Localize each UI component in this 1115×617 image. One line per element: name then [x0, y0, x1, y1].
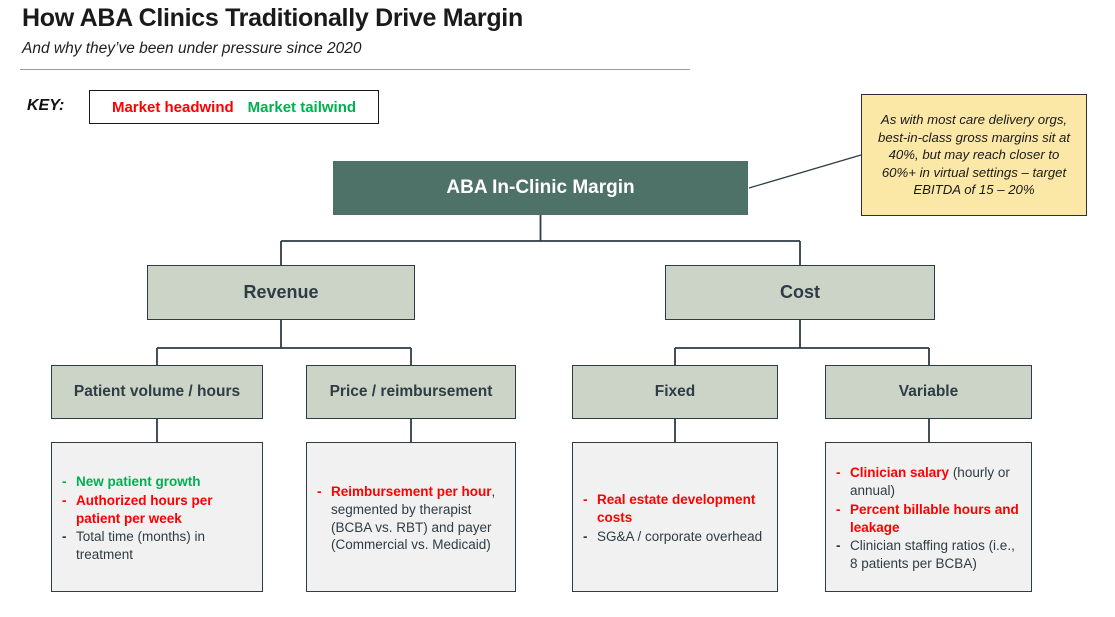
- bullet-text: Total time (months) in treatment: [76, 529, 206, 563]
- bullet-text: New patient growth: [76, 473, 201, 489]
- legend-item-tailwind: Market tailwind: [247, 98, 357, 116]
- header-divider: [20, 69, 690, 70]
- node-fixed[interactable]: Fixed: [572, 365, 778, 419]
- bullet-item: -Real estate development costs: [583, 491, 767, 527]
- bullet-dash-icon: -: [62, 473, 67, 489]
- bullet-item: -SG&A / corporate overhead: [583, 528, 767, 546]
- bullet-item: -Total time (months) in treatment: [62, 528, 252, 564]
- node-patient-volume-hours[interactable]: Patient volume / hours: [51, 365, 263, 419]
- margin-benchmark-callout: As with most care delivery orgs, best-in…: [861, 94, 1087, 216]
- bullet-item: -Percent billable hours and leakage: [836, 501, 1021, 537]
- key-label: KEY:: [27, 97, 65, 114]
- bullet-text: Percent billable hours and leakage: [850, 501, 1019, 535]
- leaf-fixed-cost-details: -Real estate development costs-SG&A / co…: [572, 442, 778, 592]
- node-revenue[interactable]: Revenue: [147, 265, 415, 320]
- bullet-text: Authorized hours per patient per week: [76, 492, 213, 526]
- node-variable[interactable]: Variable: [825, 365, 1032, 419]
- bullet-text: Clinician salary (hourly or annual): [850, 465, 1010, 498]
- bullet-item: -New patient growth: [62, 473, 252, 491]
- bullet-dash-icon: -: [62, 529, 67, 545]
- bullet-text: Real estate development costs: [597, 492, 756, 526]
- leaf-variable-cost-details: -Clinician salary (hourly or annual)-Per…: [825, 442, 1032, 592]
- bullet-text: Reimbursement per hour, segmented by the…: [331, 483, 496, 553]
- page-subtitle: And why they’ve been under pressure sinc…: [22, 40, 362, 57]
- bullet-item: -Authorized hours per patient per week: [62, 492, 252, 528]
- bullet-item: -Clinician staffing ratios (i.e., 8 pati…: [836, 537, 1021, 573]
- node-cost[interactable]: Cost: [665, 265, 935, 320]
- bullet-item: -Clinician salary (hourly or annual): [836, 464, 1021, 500]
- leaf-patient-volume-details: -New patient growth-Authorized hours per…: [51, 442, 263, 592]
- leaf-price-reimbursement-details: -Reimbursement per hour, segmented by th…: [306, 442, 516, 592]
- page-title: How ABA Clinics Traditionally Drive Marg…: [22, 4, 523, 32]
- key-legend-box: Market headwind Market tailwind: [89, 90, 379, 124]
- bullet-dash-icon: -: [317, 483, 322, 499]
- bullet-dash-icon: -: [583, 528, 588, 544]
- node-price-reimbursement[interactable]: Price / reimbursement: [306, 365, 516, 419]
- bullet-dash-icon: -: [836, 501, 841, 517]
- bullet-dash-icon: -: [836, 465, 841, 481]
- link-root-to-callout: [748, 154, 862, 189]
- bullet-dash-icon: -: [836, 538, 841, 554]
- bullet-item: -Reimbursement per hour, segmented by th…: [317, 483, 505, 554]
- legend-item-headwind: Market headwind: [111, 98, 234, 116]
- bullet-dash-icon: -: [583, 492, 588, 508]
- callout-text: As with most care delivery orgs, best-in…: [877, 112, 1070, 198]
- bullet-text: Clinician staffing ratios (i.e., 8 patie…: [850, 538, 1015, 572]
- bullet-text: SG&A / corporate overhead: [597, 528, 763, 544]
- node-aba-in-clinic-margin[interactable]: ABA In-Clinic Margin: [333, 161, 748, 215]
- bullet-dash-icon: -: [62, 492, 67, 508]
